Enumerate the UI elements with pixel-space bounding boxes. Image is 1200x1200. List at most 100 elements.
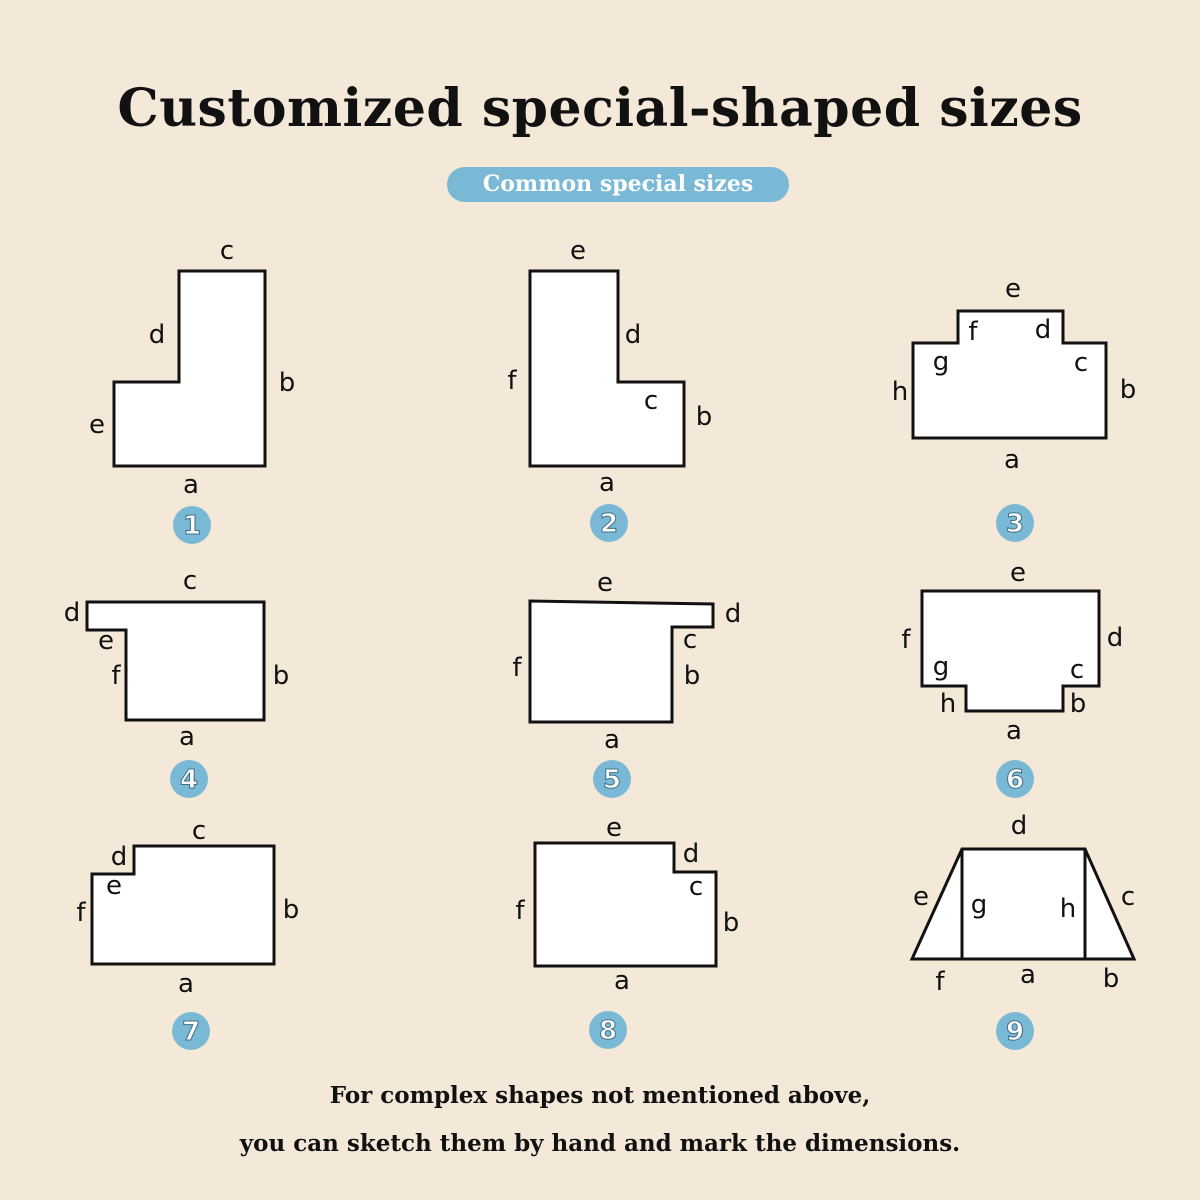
dimension-label-d: d [625, 320, 642, 350]
shape-2-number-badge: 2 [590, 504, 628, 542]
dimension-label-d: d [1011, 811, 1028, 841]
badge-circle [593, 760, 631, 798]
dimension-label-e: e [89, 410, 105, 440]
dimension-label-e: e [597, 568, 613, 598]
dimension-label-a: a [1006, 716, 1022, 746]
shape-3-outline [911, 309, 1108, 440]
dimension-label-h: h [892, 377, 908, 407]
dimension-label-d: d [149, 320, 166, 350]
footer-line-2: you can sketch them by hand and mark the… [239, 1130, 961, 1157]
badge-number: 5 [603, 765, 621, 795]
dimension-label-h: h [940, 689, 956, 719]
dimension-label-a: a [1004, 445, 1020, 475]
dimension-label-a: a [1020, 960, 1036, 990]
dimension-label-c: c [683, 625, 697, 655]
badge-circle [173, 506, 211, 544]
shape-4: a b c def 4 [64, 566, 290, 798]
badge-number: 1 [183, 511, 201, 541]
dimension-label-d: d [1107, 623, 1124, 653]
dimension-label-f: f [111, 661, 121, 691]
badge-circle [996, 504, 1034, 542]
dimension-label-d: d [725, 599, 742, 629]
dimension-label-f: f [968, 317, 978, 347]
dimension-label-f: f [76, 898, 86, 928]
badge-circle [996, 1012, 1034, 1050]
dimension-label-a: a [599, 468, 615, 498]
shape-6-outline [920, 589, 1101, 713]
dimension-label-c: c [1070, 655, 1084, 685]
dimension-label-b: b [1070, 689, 1087, 719]
shape-8: a bcd e f 8 [515, 813, 739, 1049]
badge-number: 8 [599, 1016, 617, 1046]
badge-number: 7 [182, 1017, 200, 1047]
badge-number: 3 [1006, 509, 1024, 539]
dimension-label-e: e [570, 236, 586, 266]
dimension-label-f: f [512, 653, 522, 683]
dimension-label-a: a [183, 470, 199, 500]
dimension-label-a: a [179, 722, 195, 752]
shape-4-number-badge: 4 [170, 760, 208, 798]
shape-7: a b c def 7 [76, 816, 299, 1050]
dimension-label-b: b [1103, 964, 1120, 994]
dimension-label-f: f [515, 896, 525, 926]
shape-6: a bcd e fgh 6 [901, 558, 1123, 798]
dimension-label-b: b [1120, 375, 1137, 405]
badge-circle [170, 760, 208, 798]
shape-7-number-badge: 7 [172, 1012, 210, 1050]
shape-1-outline [112, 269, 267, 468]
dimension-label-a: a [604, 725, 620, 755]
dimension-label-c: c [192, 816, 206, 846]
dimension-label-b: b [696, 402, 713, 432]
shape-1: a b c d e 1 [89, 236, 295, 544]
shape-9-outline [909, 847, 1137, 961]
dimension-label-b: b [283, 895, 300, 925]
dimension-label-g: g [933, 347, 950, 377]
dimension-label-d: d [64, 598, 81, 628]
dimension-label-b: b [273, 661, 290, 691]
dimension-label-a: a [178, 969, 194, 999]
dimension-label-g: g [933, 652, 950, 682]
dimension-label-b: b [684, 661, 701, 691]
dimension-label-e: e [1005, 274, 1021, 304]
dimension-label-f: f [507, 366, 517, 396]
page-title: Customized special-shaped sizes [117, 78, 1083, 139]
shape-2-outline [528, 269, 686, 468]
shape-8-number-badge: 8 [589, 1011, 627, 1049]
dimension-label-d: d [1035, 315, 1052, 345]
badge-number: 6 [1006, 765, 1024, 795]
dimension-label-e: e [606, 813, 622, 843]
dimension-label-b: b [279, 368, 296, 398]
shape-3-number-badge: 3 [996, 504, 1034, 542]
shape-1-number-badge: 1 [173, 506, 211, 544]
badge-circle [590, 504, 628, 542]
dimension-label-e: e [913, 882, 929, 912]
dimension-label-c: c [183, 566, 197, 596]
dimension-label-f: f [901, 625, 911, 655]
badge-number: 9 [1006, 1017, 1024, 1047]
dimension-label-e: e [1010, 558, 1026, 588]
shape-5-outline [528, 599, 715, 724]
dimension-label-e: e [98, 626, 114, 656]
subtitle-pill: Common special sizes [447, 167, 789, 202]
dimension-label-d: d [683, 839, 700, 869]
dimension-label-c: c [1074, 348, 1088, 378]
dimension-label-c: c [220, 236, 234, 266]
dimension-label-e: e [106, 871, 122, 901]
shape-5-number-badge: 5 [593, 760, 631, 798]
shape-7-outline [90, 844, 276, 966]
shape-5: a bcd e f 5 [512, 568, 741, 798]
badge-circle [172, 1012, 210, 1050]
dimension-label-d: d [111, 842, 128, 872]
shape-4-outline [85, 600, 266, 722]
dimension-label-h: h [1060, 894, 1076, 924]
dimension-label-f: f [935, 967, 945, 997]
badge-circle [996, 760, 1034, 798]
dimension-label-b: b [723, 908, 740, 938]
dimension-label-a: a [614, 966, 630, 996]
shape-9-number-badge: 9 [996, 1012, 1034, 1050]
dimension-label-c: c [689, 872, 703, 902]
